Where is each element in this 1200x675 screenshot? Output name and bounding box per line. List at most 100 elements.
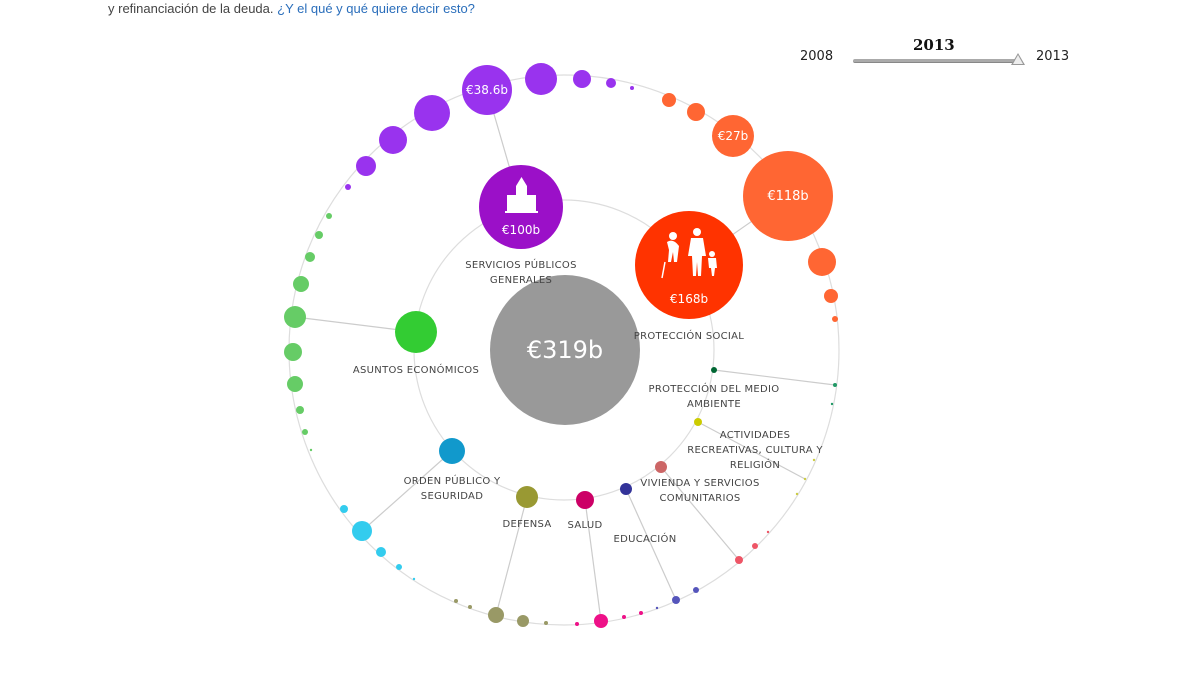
intro-sentence: y refinanciación de la deuda. xyxy=(108,1,274,16)
category-bubble[interactable] xyxy=(620,483,632,495)
category-label: ORDEN PÚBLICO Y xyxy=(404,474,501,487)
subcategory-bubble[interactable] xyxy=(575,622,579,626)
connector-line xyxy=(713,369,836,386)
subcategory-bubble[interactable] xyxy=(454,599,458,603)
subcategory-bubble[interactable] xyxy=(743,151,833,241)
subcategory-bubble[interactable] xyxy=(824,289,838,303)
subcategory-bubble[interactable] xyxy=(803,477,807,481)
subcategory-bubble[interactable] xyxy=(766,530,770,534)
connector-line xyxy=(584,499,602,622)
connector-line xyxy=(495,496,528,616)
connector-line xyxy=(697,421,806,480)
subcategory-bubble[interactable] xyxy=(693,587,699,593)
subcategory-value-label: €118b xyxy=(767,189,808,204)
category-value-label: €168b xyxy=(670,292,708,306)
category-label: DEFENSA xyxy=(502,519,551,530)
category-label: PROTECCIÓN SOCIAL xyxy=(634,329,745,342)
category-bubble[interactable] xyxy=(395,311,437,353)
subcategory-bubble[interactable] xyxy=(356,156,376,176)
category-value-label: €100b xyxy=(502,223,540,237)
subcategory-bubble[interactable] xyxy=(488,607,504,623)
slider-thumb[interactable] xyxy=(1011,53,1025,65)
subcategory-bubble[interactable] xyxy=(833,383,837,387)
subcategory-value-label: €38.6b xyxy=(466,83,508,97)
total-bubble[interactable] xyxy=(490,275,640,425)
subcategory-bubble[interactable] xyxy=(655,606,659,610)
subcategory-bubble[interactable] xyxy=(594,614,608,628)
category-bubble[interactable] xyxy=(694,418,702,426)
category-bubble[interactable] xyxy=(576,491,594,509)
subcategory-bubble[interactable] xyxy=(832,316,838,322)
slider-min-label: 2008 xyxy=(800,49,834,64)
subcategory-bubble[interactable] xyxy=(305,252,315,262)
category-bubble[interactable] xyxy=(516,486,538,508)
explanation-link[interactable]: ¿Y el qué y qué quiere decir esto? xyxy=(277,1,475,16)
subcategory-bubble[interactable] xyxy=(630,86,634,90)
slider-current-year: 2013 xyxy=(913,36,955,54)
category-label: AMBIENTE xyxy=(687,399,741,410)
subcategory-bubble[interactable] xyxy=(573,70,591,88)
subcategory-bubble[interactable] xyxy=(687,103,705,121)
subcategory-bubble[interactable] xyxy=(525,63,557,95)
subcategory-bubble[interactable] xyxy=(639,611,643,615)
subcategory-value-label: €27b xyxy=(718,129,749,143)
subcategory-bubble[interactable] xyxy=(712,115,754,157)
subcategory-bubble[interactable] xyxy=(517,615,529,627)
subcategory-bubble[interactable] xyxy=(376,547,386,557)
family-elderly-icon xyxy=(661,228,717,279)
subcategory-bubble[interactable] xyxy=(345,184,351,190)
subcategory-bubble[interactable] xyxy=(752,543,758,549)
category-bubble[interactable] xyxy=(655,461,667,473)
subcategory-bubble[interactable] xyxy=(309,448,313,452)
slider-track[interactable] xyxy=(853,59,1019,63)
subcategory-bubble[interactable] xyxy=(284,343,302,361)
category-bubble[interactable] xyxy=(439,438,465,464)
subcategory-bubble[interactable] xyxy=(544,621,548,625)
connector-line xyxy=(660,466,740,561)
subcategory-bubble[interactable] xyxy=(412,577,416,581)
category-label: SEGURIDAD xyxy=(421,491,483,502)
subcategory-bubble[interactable] xyxy=(795,492,799,496)
category-label: COMUNITARIOS xyxy=(659,493,740,504)
category-label: ASUNTOS ECONÓMICOS xyxy=(353,363,479,376)
category-label: EDUCACIÓN xyxy=(614,532,677,545)
category-label: SERVICIOS PÚBLICOS xyxy=(465,258,577,271)
category-label: RELIGIÓN xyxy=(730,458,780,471)
total-value-label: €319b xyxy=(527,336,603,364)
subcategory-bubble[interactable] xyxy=(352,521,372,541)
subcategory-bubble[interactable] xyxy=(468,605,472,609)
intro-text: y refinanciación de la deuda. ¿Y el qué … xyxy=(108,1,475,17)
subcategory-bubble[interactable] xyxy=(326,213,332,219)
category-bubble[interactable] xyxy=(711,367,717,373)
subcategory-bubble[interactable] xyxy=(662,93,676,107)
subcategory-bubble[interactable] xyxy=(296,406,304,414)
connector-line xyxy=(361,450,453,532)
category-bubble[interactable] xyxy=(635,211,743,319)
subcategory-bubble[interactable] xyxy=(606,78,616,88)
subcategory-bubble[interactable] xyxy=(414,95,450,131)
category-label: VIVIENDA Y SERVICIOS xyxy=(640,478,759,489)
slider-max-label: 2013 xyxy=(1036,49,1070,64)
category-label: ACTIVIDADES xyxy=(720,430,791,441)
category-label: PROTECCIÓN DEL MEDIO xyxy=(649,382,780,395)
subcategory-bubble[interactable] xyxy=(396,564,402,570)
subcategory-bubble[interactable] xyxy=(379,126,407,154)
subcategory-bubble[interactable] xyxy=(462,65,512,115)
subcategory-bubble[interactable] xyxy=(315,231,323,239)
category-label: SALUD xyxy=(568,520,603,531)
subcategory-bubble[interactable] xyxy=(808,248,836,276)
subcategory-bubble[interactable] xyxy=(830,402,834,406)
subcategory-bubble[interactable] xyxy=(302,429,308,435)
category-label: GENERALES xyxy=(490,275,552,286)
subcategory-bubble[interactable] xyxy=(812,458,816,462)
subcategory-bubble[interactable] xyxy=(735,556,743,564)
subcategory-bubble[interactable] xyxy=(672,596,680,604)
category-label: RECREATIVAS, CULTURA Y xyxy=(687,445,823,456)
subcategory-bubble[interactable] xyxy=(284,306,306,328)
town-hall-icon xyxy=(505,177,538,213)
subcategory-bubble[interactable] xyxy=(287,376,303,392)
subcategory-bubble[interactable] xyxy=(293,276,309,292)
subcategory-bubble[interactable] xyxy=(340,505,348,513)
subcategory-bubble[interactable] xyxy=(622,615,626,619)
